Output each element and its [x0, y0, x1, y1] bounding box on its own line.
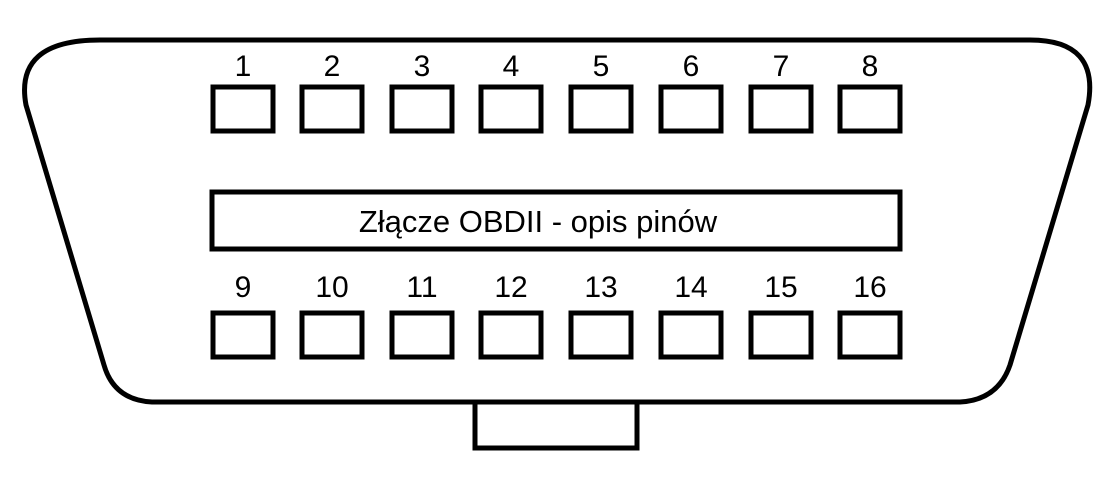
pin-number-10: 10: [315, 271, 348, 304]
pin-number-4: 4: [503, 50, 520, 83]
pin-number-15: 15: [764, 271, 797, 304]
pin-slot-6: [658, 84, 724, 134]
pin-number-16: 16: [853, 271, 886, 304]
pin-number-14: 14: [674, 271, 707, 304]
pin-number-11: 11: [406, 271, 437, 304]
pin-slot-8: [837, 84, 903, 134]
pin-number-9: 9: [235, 271, 252, 304]
pin-slot-4: [478, 84, 544, 134]
pin-slot-1: [210, 84, 276, 134]
pin-slot-9: [210, 310, 276, 360]
pin-number-5: 5: [593, 50, 610, 83]
pin-number-3: 3: [414, 50, 431, 83]
pin-slot-15: [748, 310, 814, 360]
connector-body-outline: [22, 37, 1093, 405]
pin-number-2: 2: [324, 50, 341, 83]
pin-number-8: 8: [862, 50, 879, 83]
top-pin-row: 1 2 3 4 5 6 7 8: [210, 50, 903, 134]
pin-slot-16: [837, 310, 903, 360]
pin-slot-3: [389, 84, 455, 134]
pin-slot-2: [299, 84, 365, 134]
bottom-pin-row: 9 10 11 12 13 14 15 16: [210, 271, 903, 360]
pin-slot-7: [748, 84, 814, 134]
pin-number-13: 13: [584, 271, 617, 304]
connector-label-box: [209, 189, 903, 252]
pin-slot-13: [568, 310, 634, 360]
pin-slot-12: [478, 310, 544, 360]
pin-slot-11: [389, 310, 455, 360]
pin-slot-14: [658, 310, 724, 360]
pin-slot-10: [299, 310, 365, 360]
pin-number-1: 1: [235, 50, 252, 83]
pin-number-12: 12: [494, 271, 527, 304]
pin-number-7: 7: [773, 50, 790, 83]
connector-bottom-tab: [472, 399, 640, 451]
connector-label: Złącze OBDII - opis pinów: [359, 204, 718, 239]
pin-number-6: 6: [683, 50, 700, 83]
pin-slot-5: [568, 84, 634, 134]
